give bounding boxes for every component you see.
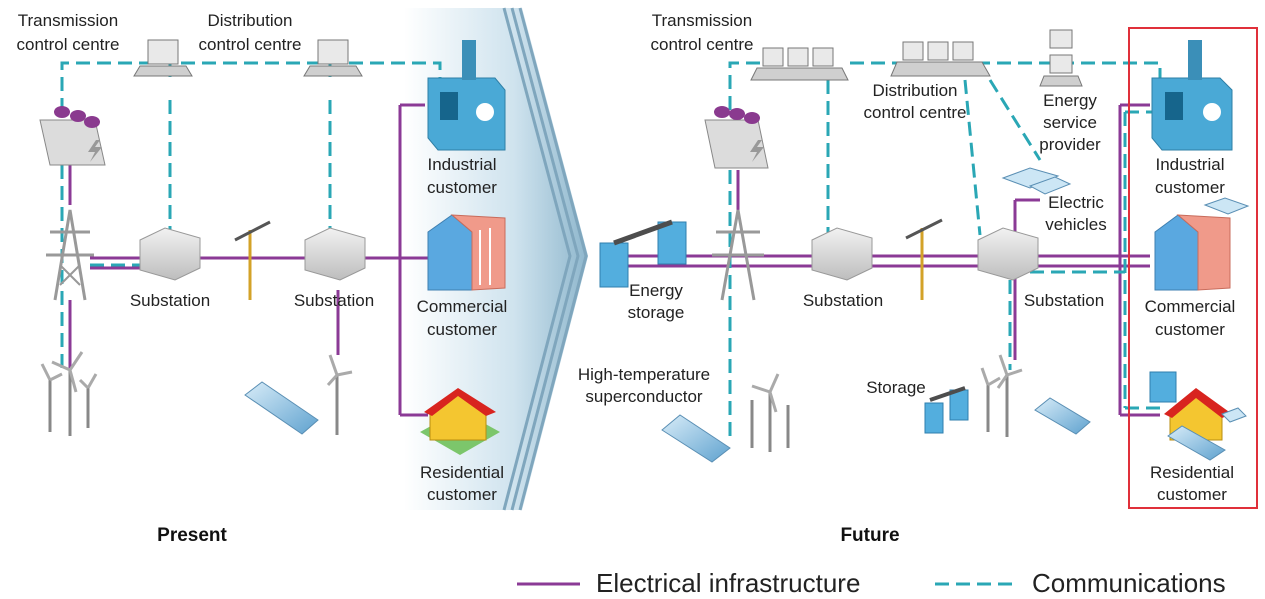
present-residential-label-1: Residential xyxy=(420,463,504,482)
future-superconductor-label-1: High-temperature xyxy=(578,365,710,384)
future-residential-label-2: customer xyxy=(1157,485,1227,504)
future-substation-2-icon xyxy=(977,227,1039,281)
future-superconductor-label-2: superconductor xyxy=(585,387,703,406)
future-distribution-computers-icon xyxy=(890,41,991,77)
future-substation-1-icon xyxy=(811,227,873,281)
future-energy-service-label-3: provider xyxy=(1039,135,1101,154)
present-substation-2-icon xyxy=(304,227,366,281)
present-distribution-label-2: control centre xyxy=(199,35,302,54)
future-caption: Future xyxy=(840,525,899,546)
future-storage-label: Storage xyxy=(866,378,926,397)
present-commercial-label-1: Commercial xyxy=(417,297,508,316)
present-wind-turbines-icon xyxy=(40,351,98,436)
future-customers-highlight-box xyxy=(1128,27,1258,509)
future-substation-1-label: Substation xyxy=(803,291,883,310)
future-residential-label-1: Residential xyxy=(1150,463,1234,482)
future-pole-icon xyxy=(905,218,943,300)
future-electrical-lines xyxy=(600,103,1160,417)
future-power-plant-icon xyxy=(704,106,769,169)
future-transmission-computers-icon xyxy=(750,47,849,81)
future-commercial-label-2: customer xyxy=(1155,320,1225,339)
present-transmission-label-1: Transmission xyxy=(18,11,118,30)
present-commercial-icon xyxy=(427,214,506,291)
present-distribution-label-1: Distribution xyxy=(207,11,292,30)
future-energy-storage-label-2: storage xyxy=(628,303,685,322)
legend-communications-label: Communications xyxy=(1032,568,1226,598)
future-energy-service-label-1: Energy xyxy=(1043,91,1097,110)
future-labels: Transmission control centre Distribution… xyxy=(578,11,1235,546)
present-transmission-computer-icon xyxy=(133,39,193,77)
present-caption: Present xyxy=(157,525,227,546)
present-communication-lines xyxy=(60,61,442,375)
present-residential-label-2: customer xyxy=(427,485,497,504)
present-solar-panel-icon xyxy=(244,381,319,435)
present-industrial-label-1: Industrial xyxy=(428,155,497,174)
future-electric-vehicles-label-1: Electric xyxy=(1048,193,1104,212)
future-transmission-tower-icon xyxy=(712,209,764,301)
future-energy-storage-label-1: Energy xyxy=(629,281,683,300)
present-labels: Transmission control centre Distribution… xyxy=(17,11,508,546)
future-commercial-icon xyxy=(1154,197,1250,291)
future-energy-storage-icon xyxy=(599,219,687,288)
present-industrial-label-2: customer xyxy=(427,178,497,197)
future-storage-icon xyxy=(924,386,969,434)
future-energy-service-label-2: service xyxy=(1043,113,1097,132)
future-solar-panel-2-icon xyxy=(1034,397,1091,435)
present-substation-2-label: Substation xyxy=(294,291,374,310)
future-electric-vehicles-icon xyxy=(1001,167,1072,195)
future-substation-2-label: Substation xyxy=(1024,291,1104,310)
present-electrical-lines xyxy=(68,103,428,417)
present-industrial-icon xyxy=(427,40,506,151)
future-electric-vehicles-label-2: vehicles xyxy=(1045,215,1106,234)
present-transmission-tower-icon xyxy=(46,209,94,301)
future-solar-panel-icon xyxy=(661,414,731,463)
future-industrial-label-2: customer xyxy=(1155,178,1225,197)
future-industrial-label-1: Industrial xyxy=(1156,155,1225,174)
future-energy-service-computer-icon xyxy=(1039,29,1083,87)
present-pole-icon xyxy=(234,220,271,300)
future-distribution-label-2: control centre xyxy=(864,103,967,122)
legend: Electrical infrastructure Communications xyxy=(517,568,1226,598)
future-transmission-label-1: Transmission xyxy=(652,11,752,30)
present-small-turbine-icon xyxy=(326,354,353,435)
future-wind-turbines-icon xyxy=(750,373,790,452)
legend-electrical-label: Electrical infrastructure xyxy=(596,568,860,598)
future-transmission-label-2: control centre xyxy=(651,35,754,54)
future-distribution-label-1: Distribution xyxy=(872,81,957,100)
present-transmission-label-2: control centre xyxy=(17,35,120,54)
future-commercial-label-1: Commercial xyxy=(1145,297,1236,316)
future-wind-turbines-2-icon xyxy=(980,354,1023,437)
present-residential-icon xyxy=(420,388,500,455)
present-substation-1-icon xyxy=(139,227,201,281)
present-power-plant-icon xyxy=(39,106,106,166)
present-substation-1-label: Substation xyxy=(130,291,210,310)
present-distribution-computer-icon xyxy=(303,39,363,77)
future-residential-icon xyxy=(1149,371,1247,461)
future-industrial-icon xyxy=(1151,40,1233,151)
present-commercial-label-2: customer xyxy=(427,320,497,339)
